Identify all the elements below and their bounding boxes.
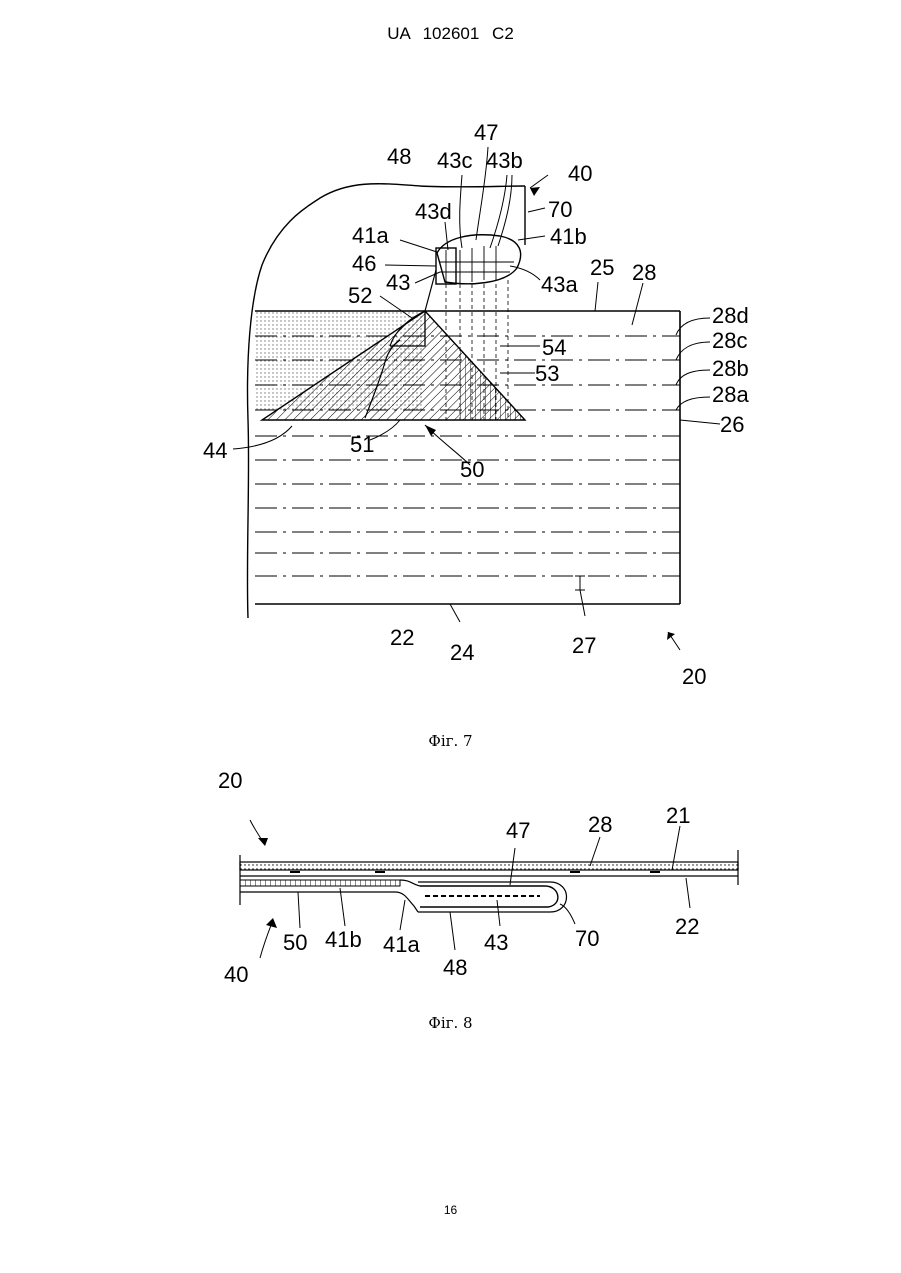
fig8-label-40: 40 (224, 962, 248, 987)
fig8-label-48: 48 (443, 955, 467, 980)
page-number: 16 (0, 1203, 901, 1217)
fig7-label-46: 46 (352, 251, 376, 276)
fig7-label-51: 51 (350, 432, 374, 457)
figure-7-caption: Фіг. 7 (0, 732, 901, 750)
fig7-label-22: 22 (390, 625, 414, 650)
fig7-label-41b: 41b (550, 224, 587, 249)
fig7-label-43: 43 (386, 270, 410, 295)
fig8-label-22: 22 (675, 914, 699, 939)
fig7-label-54: 54 (542, 335, 566, 360)
fig8-leaders (250, 820, 690, 958)
fig7-label-28a: 28a (712, 382, 749, 407)
fig7-label-43c: 43c (437, 148, 472, 173)
fig8-label-28: 28 (588, 812, 612, 837)
fig8-label-43: 43 (484, 930, 508, 955)
fig8-label-47: 47 (506, 818, 530, 843)
fig7-label-47: 47 (474, 120, 498, 145)
fig7-label-28: 28 (632, 260, 656, 285)
fig7-label-52: 52 (348, 283, 372, 308)
figure-8-caption: Фіг. 8 (0, 1014, 901, 1032)
fig7-label-44: 44 (203, 438, 227, 463)
fig7-label-53: 53 (535, 361, 559, 386)
fig8-label-70: 70 (575, 926, 599, 951)
fig7-label-26: 26 (720, 412, 744, 437)
fig7-label-41a: 41a (352, 223, 389, 248)
fig7-label-48: 48 (387, 144, 411, 169)
fig8-label-41a: 41a (383, 932, 420, 957)
fig8-cross-section (240, 850, 738, 912)
fig7-label-24: 24 (450, 640, 474, 665)
fig7-label-43b: 43b (486, 148, 523, 173)
fig7-label-20: 20 (682, 664, 706, 689)
fig8-label-41b: 41b (325, 927, 362, 952)
fig7-label-28c: 28c (712, 328, 747, 353)
fig7-label-40: 40 (568, 161, 592, 186)
fig7-label-70: 70 (548, 197, 572, 222)
fig7-label-50: 50 (460, 457, 484, 482)
fig7-label-25: 25 (590, 255, 614, 280)
fig7-label-27: 27 (572, 633, 596, 658)
fig8-label-21: 21 (666, 803, 690, 828)
fig8-label-20: 20 (218, 768, 242, 793)
fig7-label-43d: 43d (415, 199, 452, 224)
fig8-label-50: 50 (283, 930, 307, 955)
fig7-label-28d: 28d (712, 303, 749, 328)
fig8-labels: 20 47 28 21 50 41b 41a 43 70 22 40 48 (218, 768, 699, 987)
fig7-label-43a: 43a (541, 272, 578, 297)
fig7-label-28b: 28b (712, 356, 749, 381)
